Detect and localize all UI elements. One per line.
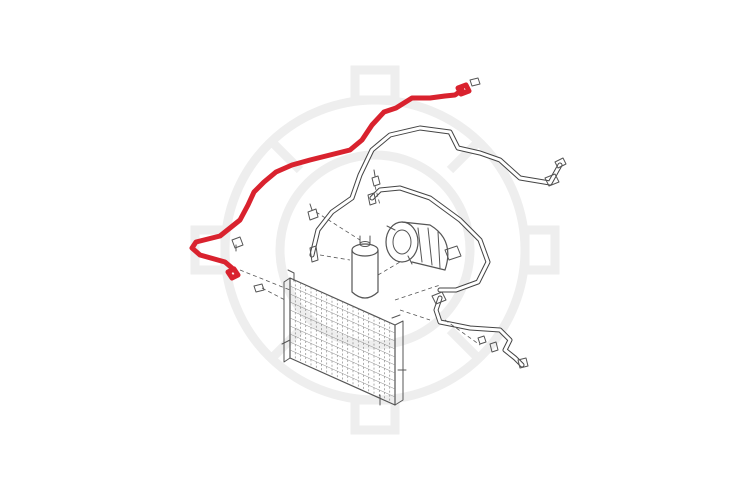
leader-lines [239,185,481,346]
fastener-bolts [253,77,487,345]
discharge-hose [431,291,529,369]
ac-compressor [385,221,462,271]
radiator-condenser [281,269,407,406]
pressure-switch [231,236,244,252]
suction-hose [367,185,491,293]
highlighted-refrigerant-pipe [189,82,472,281]
receiver-drier [351,235,379,299]
return-pipe [309,125,567,263]
